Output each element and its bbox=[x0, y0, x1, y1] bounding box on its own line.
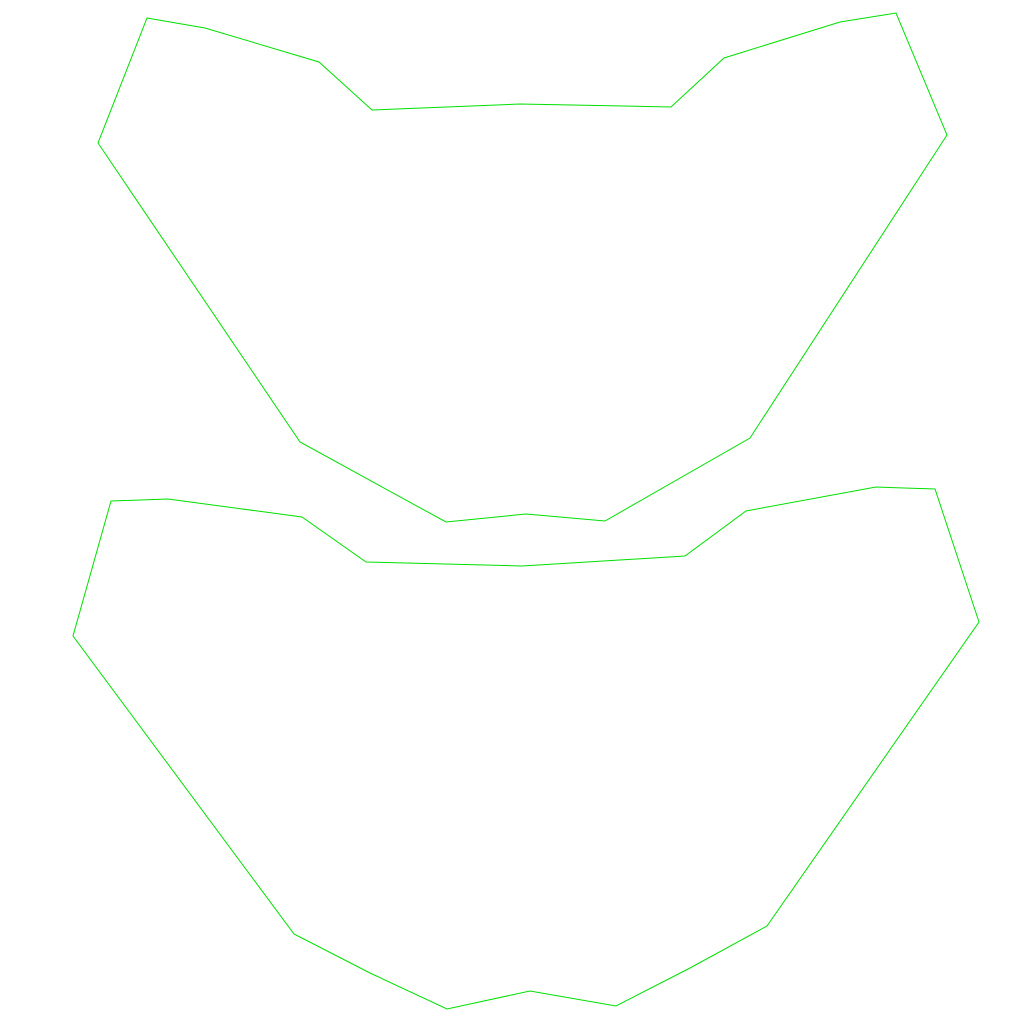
lower-outline bbox=[72, 486, 980, 1010]
upper-outline bbox=[97, 12, 948, 523]
